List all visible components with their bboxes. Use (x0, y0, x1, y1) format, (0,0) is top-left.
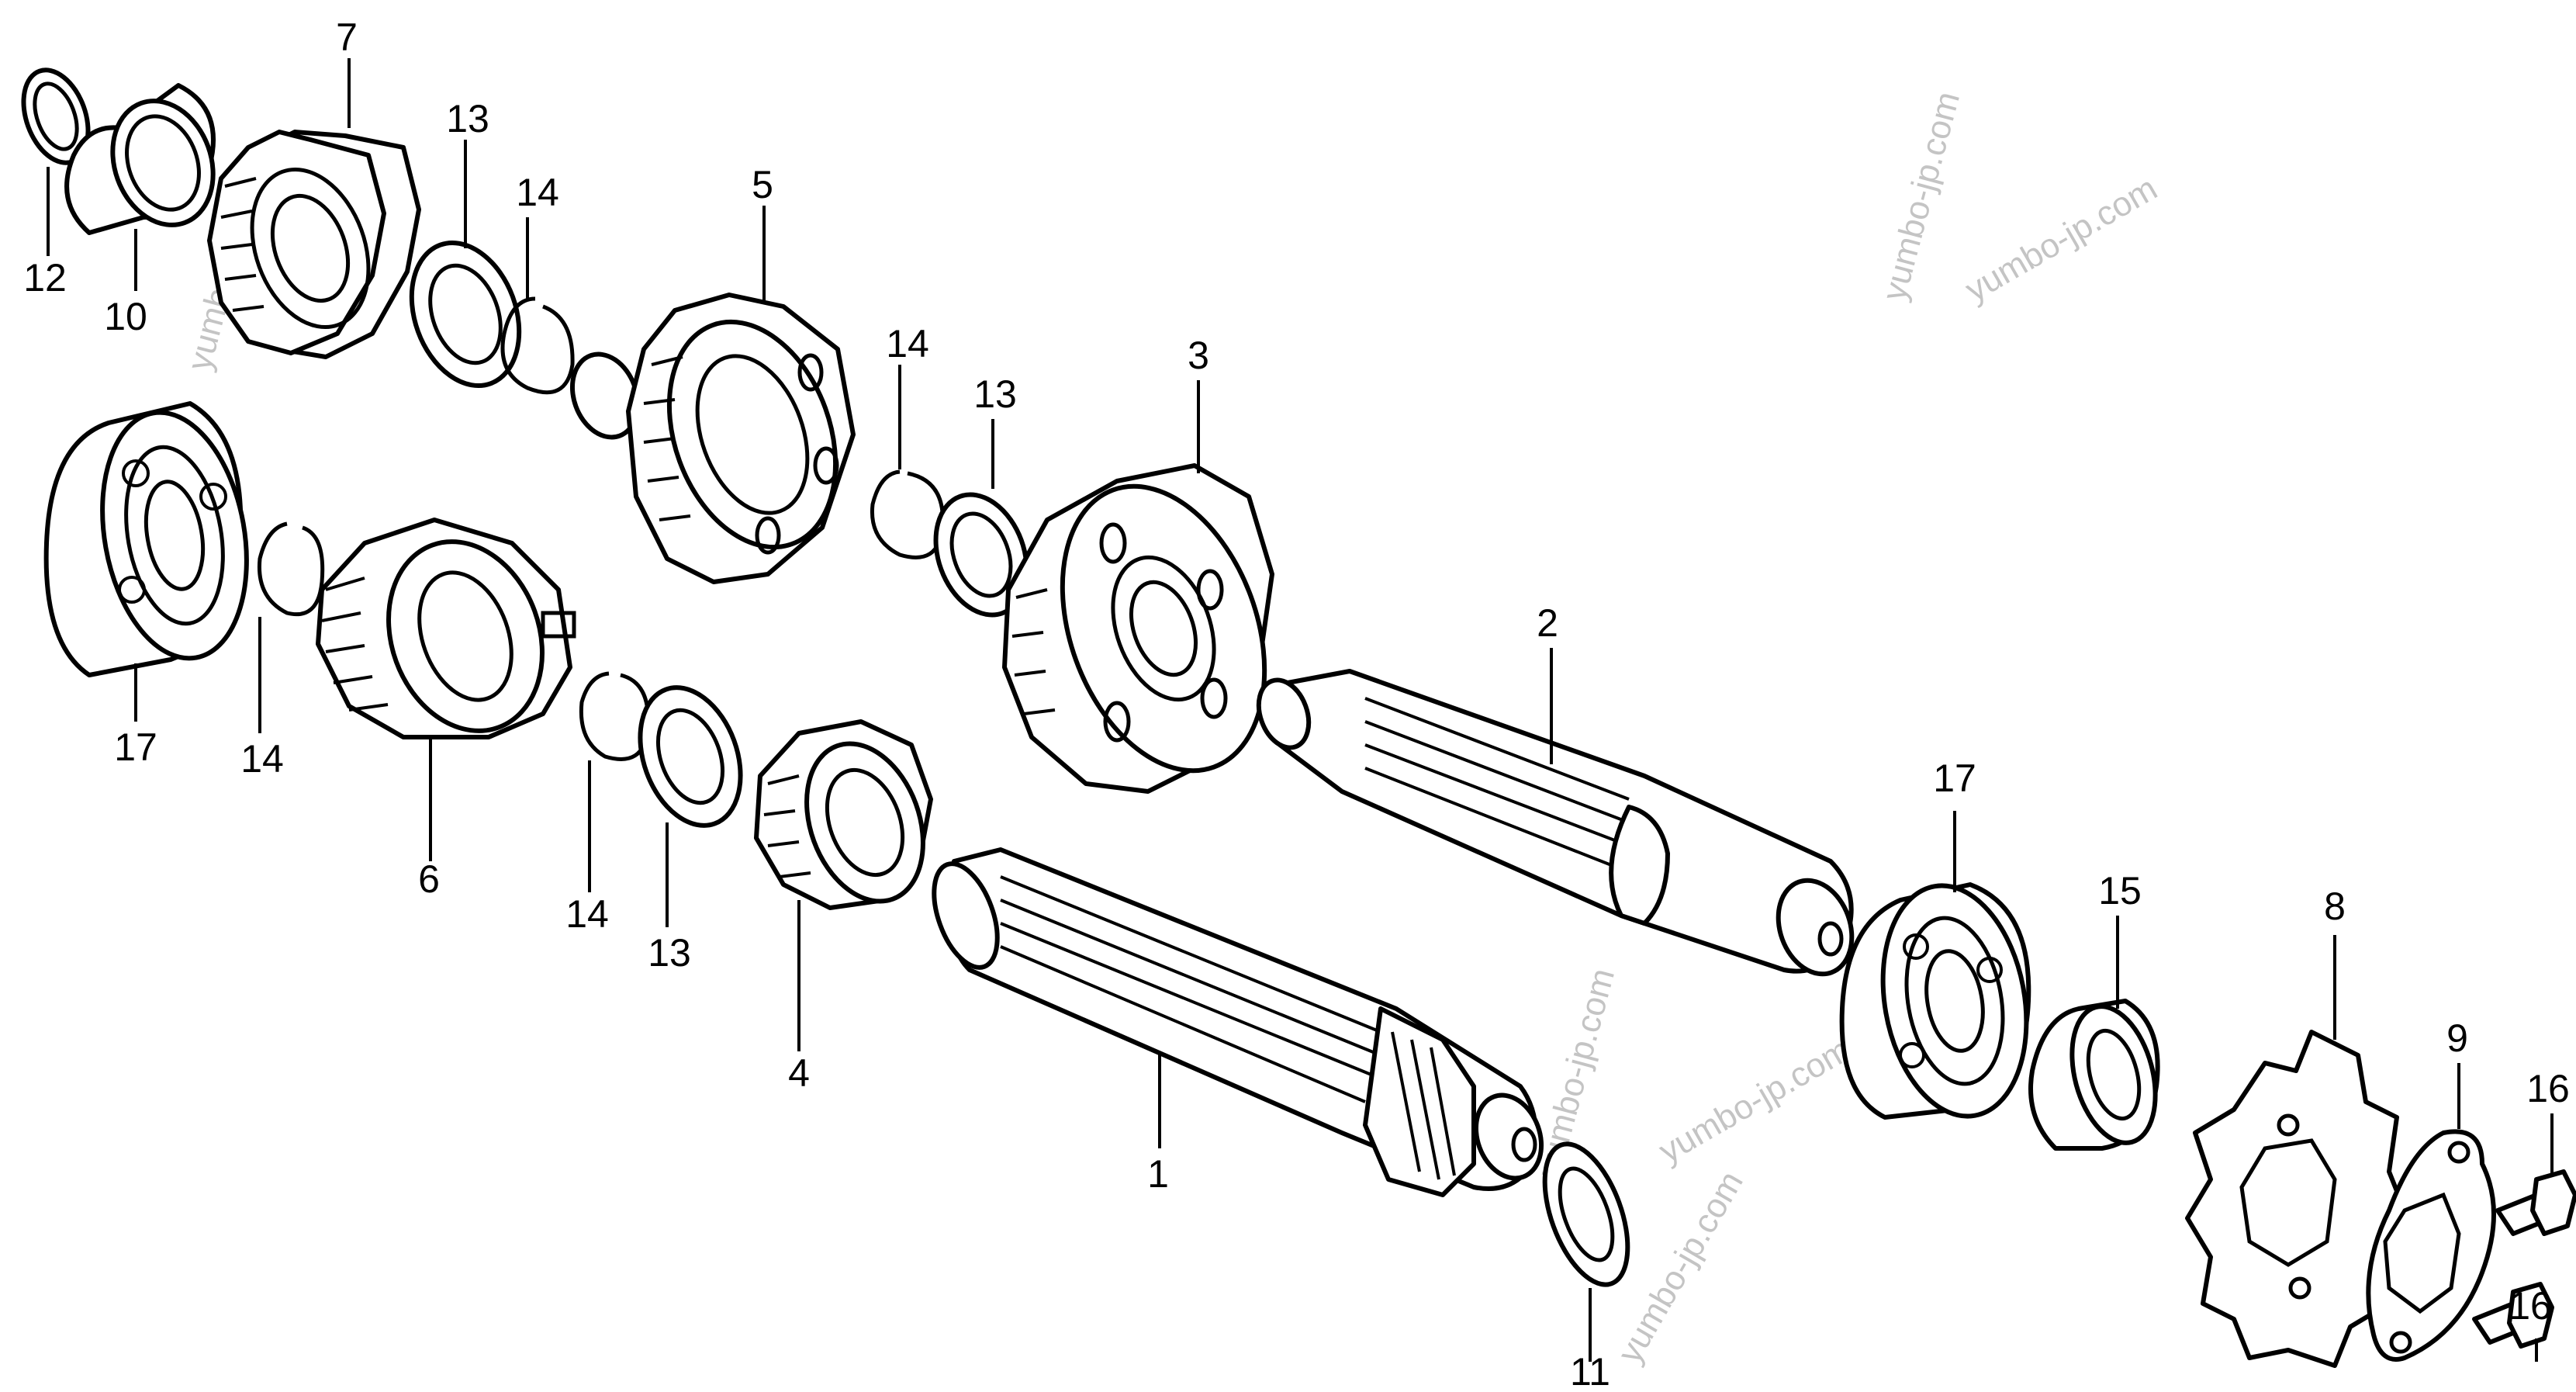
countershaft-2 (1256, 669, 1855, 977)
callout-17-left: 17 (114, 725, 157, 769)
callout-8: 8 (2324, 885, 2346, 928)
gear-6 (316, 518, 576, 739)
callout-6: 6 (418, 857, 440, 901)
callout-11: 11 (1570, 1350, 1610, 1392)
callout-12: 12 (23, 256, 67, 300)
bearing-17-right (1839, 882, 2031, 1120)
bearing-17-left (43, 401, 249, 677)
callout-3: 3 (1188, 334, 1209, 377)
callout-9: 9 (2446, 1016, 2468, 1060)
callout-17-right: 17 (1933, 757, 1976, 800)
gear-4 (754, 719, 933, 910)
thrust-washer-12 (21, 68, 91, 165)
bolt-16-upper (2495, 1169, 2576, 1236)
bushing-10 (64, 83, 216, 235)
splined-washer-13-lower (638, 685, 743, 828)
snap-ring-14-top (500, 296, 575, 395)
watermark-2: yumbo-jp.com (1959, 169, 2164, 310)
fixing-plate-9 (2366, 1129, 2496, 1362)
washer-11 (1542, 1141, 1630, 1287)
callout-13-top: 13 (446, 97, 489, 140)
callout-1: 1 (1147, 1152, 1169, 1196)
drive-sprocket-8 (2185, 1030, 2407, 1368)
callout-2: 2 (1537, 601, 1558, 645)
callout-14-middle: 14 (886, 322, 929, 365)
callout-16-lower: 16 (2509, 1284, 2552, 1328)
callout-13-lower: 13 (648, 931, 691, 975)
oil-seal-15 (2028, 999, 2160, 1151)
callout-4: 4 (788, 1051, 810, 1095)
callout-16-upper: 16 (2526, 1067, 2570, 1110)
snap-ring-14-middle (870, 469, 945, 559)
callout-14-lower: 14 (565, 892, 609, 936)
snap-ring-14-left (257, 521, 325, 617)
callout-15: 15 (2098, 869, 2142, 912)
watermark-1: yumbo-jp.com (1875, 88, 1967, 305)
watermark-5: yumbo-jp.com (1610, 1165, 1751, 1369)
splined-washer-13-top (409, 241, 522, 388)
splined-washer-13-middle (933, 492, 1029, 618)
leader-lines (47, 58, 2554, 1362)
gear-3 (1002, 463, 1274, 794)
gear-7 (207, 130, 421, 359)
gear-5 (569, 293, 856, 584)
callout-numbers: 7 13 14 5 12 10 14 13 3 2 17 14 6 14 13 … (23, 16, 2570, 1392)
callout-7: 7 (336, 16, 358, 59)
callout-13-middle: 13 (973, 372, 1017, 416)
callout-14-left: 14 (240, 737, 284, 781)
watermark-4: yumbo-jp.com (1653, 1030, 1858, 1171)
callout-10: 10 (104, 295, 147, 338)
bolt-16-lower (2472, 1282, 2554, 1349)
callout-14-top: 14 (516, 171, 559, 214)
mainshaft-1 (932, 847, 1544, 1197)
snap-ring-14-lower (579, 671, 651, 761)
callout-5: 5 (752, 163, 773, 206)
